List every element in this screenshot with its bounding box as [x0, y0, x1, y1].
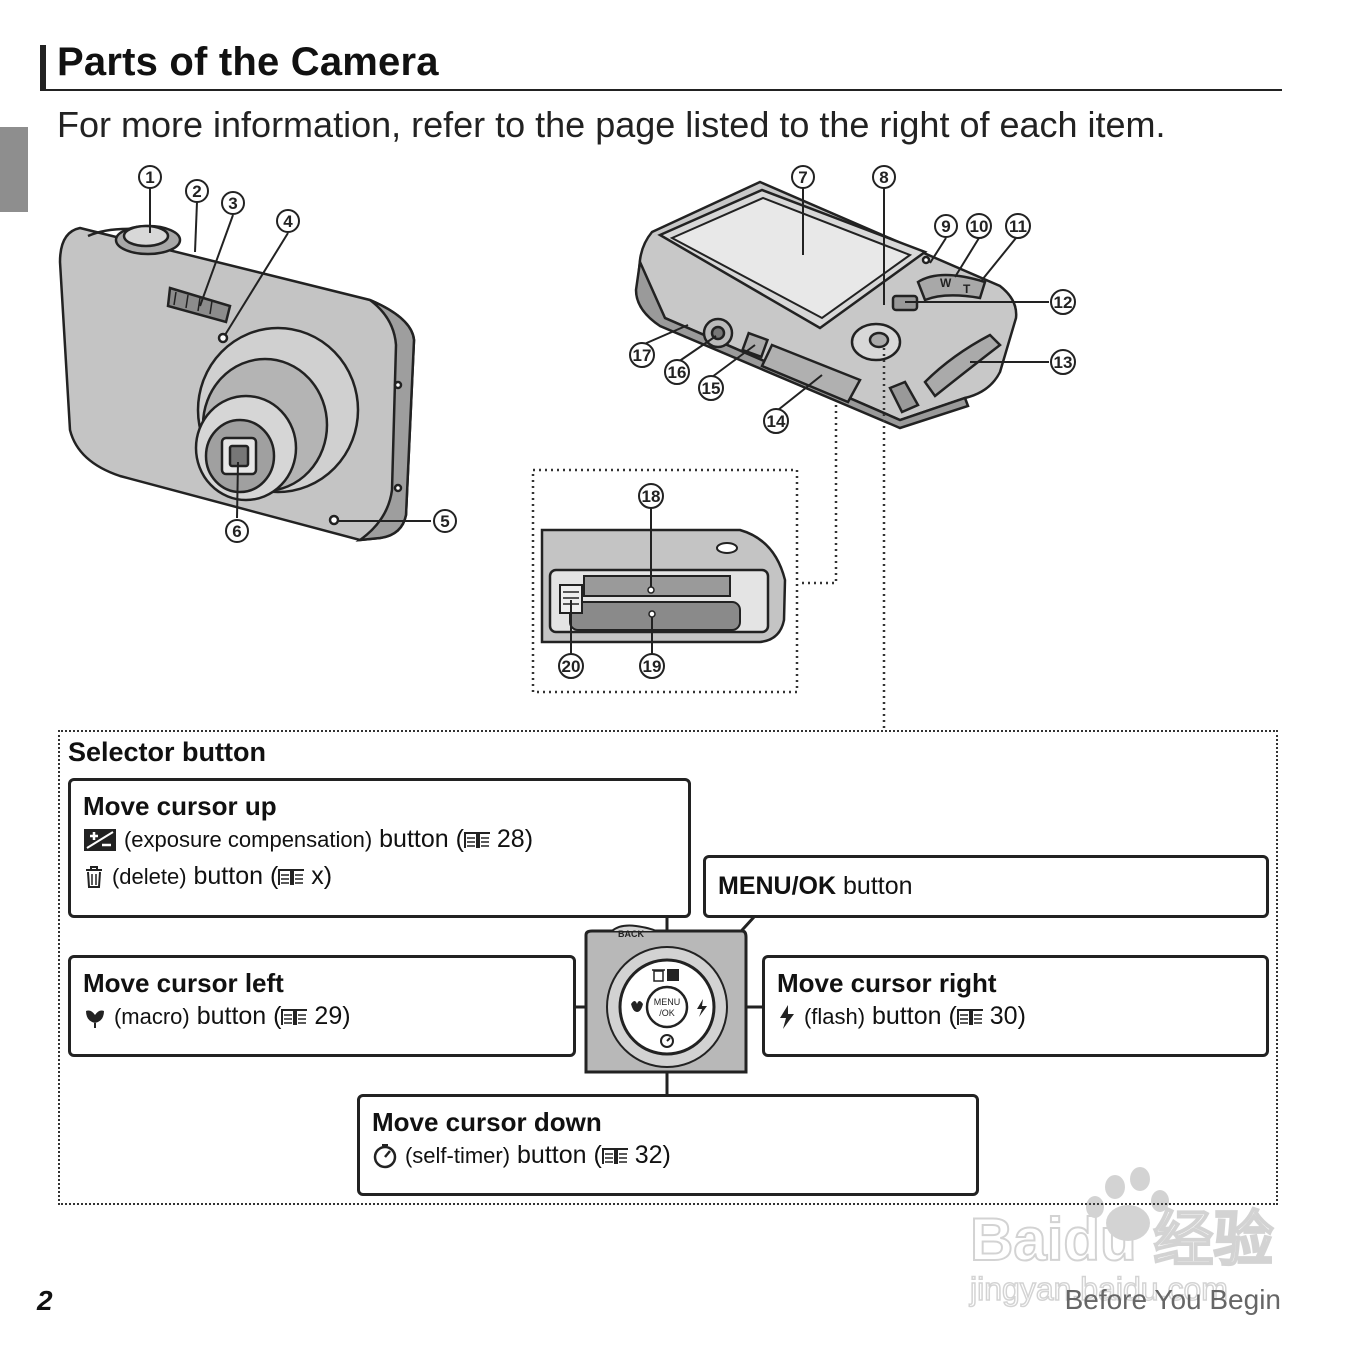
inset-frame — [531, 468, 799, 694]
front-leader-lines — [149, 188, 431, 522]
flash-line: (flash) button ( 30) — [777, 998, 1254, 1035]
title-rule — [40, 89, 1282, 91]
book-icon — [281, 1009, 308, 1025]
callout-20: 20 — [558, 653, 584, 679]
move-cursor-left-box: Move cursor left (macro) button ( 29) — [68, 955, 576, 1057]
move-cursor-up-heading: Move cursor up — [83, 791, 277, 821]
front-camera-illustration — [58, 224, 416, 542]
svg-text:20: 20 — [562, 657, 581, 676]
delete-line: (delete) button ( x) — [83, 858, 676, 895]
dial-ok-label: /OK — [659, 1008, 675, 1018]
callout-12: 12 — [1050, 289, 1076, 315]
callout-5: 5 — [433, 509, 457, 533]
callout-numbers: 1 2 3 4 5 6 7 8 9 10 11 12 13 14 15 16 1… — [138, 165, 1076, 679]
callout-14: 14 — [763, 408, 789, 434]
menu-ok-label: MENU/OK — [718, 872, 837, 900]
svg-text:14: 14 — [767, 412, 786, 431]
svg-text:12: 12 — [1054, 293, 1073, 312]
svg-text:9: 9 — [941, 217, 950, 236]
macro-icon — [86, 1010, 104, 1029]
book-icon — [956, 1009, 983, 1025]
book-icon — [278, 869, 305, 885]
svg-text:11: 11 — [1009, 217, 1027, 236]
callout-16: 16 — [664, 359, 690, 385]
callout-6: 6 — [225, 519, 249, 543]
dial-trash-exposure-icon — [652, 969, 679, 982]
move-cursor-down-heading: Move cursor down — [372, 1107, 602, 1137]
move-cursor-right-box: Move cursor right (flash) button ( 30) — [762, 955, 1269, 1057]
menu-ok-line: MENU/OK button — [718, 872, 913, 900]
svg-text:4: 4 — [283, 212, 293, 231]
svg-text:1: 1 — [145, 168, 154, 187]
exposure-compensation-icon — [84, 829, 116, 852]
macro-line: (macro) button ( 29) — [83, 998, 561, 1035]
callout-9: 9 — [934, 214, 958, 238]
callout-1: 1 — [138, 165, 162, 189]
move-cursor-up-box: Move cursor up (exposure compensation) b… — [68, 778, 691, 918]
svg-text:8: 8 — [879, 168, 888, 187]
svg-text:7: 7 — [798, 168, 807, 187]
selector-section-title: Selector button — [68, 737, 267, 767]
battery-compartment-inset — [531, 468, 799, 694]
book-icon — [601, 1148, 628, 1164]
svg-text:13: 13 — [1054, 353, 1073, 372]
flash-icon — [780, 1005, 794, 1030]
dial-macro-icon — [631, 1001, 643, 1012]
page-subtitle: For more information, refer to the page … — [57, 104, 1166, 145]
back-leader-lines — [641, 188, 1049, 411]
back-camera-illustration — [634, 180, 1018, 430]
section-footer: Before You Begin — [1064, 1284, 1281, 1315]
svg-text:6: 6 — [232, 522, 241, 541]
watermark-url: jingyan.baidu.com — [969, 1271, 1228, 1307]
menu-ok-box: MENU/OK button — [703, 855, 1269, 918]
exposure-compensation-line: (exposure compensation) button ( 28) — [83, 821, 676, 858]
move-cursor-down-box: Move cursor down (self-timer) button ( 3… — [357, 1094, 979, 1196]
callout-17: 17 — [629, 342, 655, 368]
svg-text:15: 15 — [702, 379, 721, 398]
baidu-watermark: Baidu 经验 jingyan.baidu.com — [968, 1167, 1274, 1308]
svg-text:2: 2 — [192, 182, 201, 201]
move-cursor-right-heading: Move cursor right — [777, 968, 997, 998]
svg-text:5: 5 — [440, 512, 449, 531]
svg-text:17: 17 — [633, 346, 652, 365]
watermark-brand: Baidu 经验 — [970, 1206, 1273, 1273]
callout-13: 13 — [1050, 349, 1076, 375]
trash-icon — [86, 866, 102, 889]
callout-2: 2 — [185, 179, 209, 203]
dial-timer-icon — [660, 1034, 674, 1048]
self-timer-icon — [373, 1144, 397, 1169]
book-icon — [463, 832, 490, 848]
title-accent-bar — [40, 45, 46, 89]
callout-10: 10 — [966, 213, 992, 239]
callout-11: 11 — [1005, 213, 1031, 239]
dotted-connectors — [800, 348, 886, 730]
selector-section-frame — [58, 730, 1278, 1205]
callout-4: 4 — [276, 209, 300, 233]
callout-8: 8 — [872, 165, 896, 189]
callout-19: 19 — [639, 653, 665, 679]
callout-15: 15 — [698, 375, 724, 401]
move-cursor-left-heading: Move cursor left — [83, 968, 284, 998]
svg-text:19: 19 — [643, 657, 662, 676]
callout-7: 7 — [791, 165, 815, 189]
self-timer-line: (self-timer) button ( 32) — [372, 1137, 964, 1174]
callout-18: 18 — [638, 483, 664, 509]
svg-text:16: 16 — [668, 363, 687, 382]
callout-3: 3 — [221, 191, 245, 215]
zoom-w-label: W — [940, 276, 952, 290]
back-camera-zoom-labels: W T — [940, 276, 971, 296]
back-button-label: BACK — [618, 929, 644, 939]
svg-text:18: 18 — [642, 487, 661, 506]
page-number: 2 — [37, 1285, 53, 1316]
paw-icon — [1086, 1167, 1169, 1241]
dial-flash-icon — [697, 999, 707, 1017]
page-title: Parts of the Camera — [57, 40, 439, 84]
svg-text:3: 3 — [228, 194, 237, 213]
section-tab-marker — [0, 127, 28, 212]
zoom-t-label: T — [963, 282, 971, 296]
dial-menu-label: MENU — [654, 997, 681, 1007]
svg-text:10: 10 — [970, 217, 989, 236]
